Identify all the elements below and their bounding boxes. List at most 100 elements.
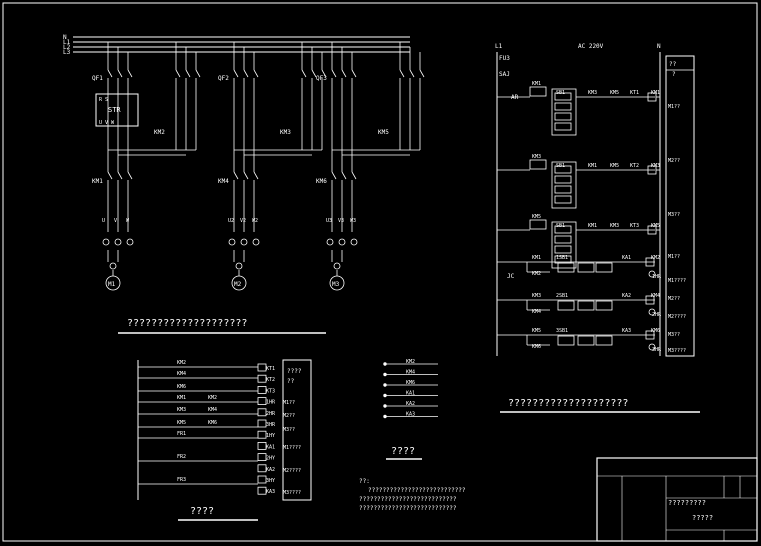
interlock-stack <box>551 161 577 209</box>
series-label: KT2 <box>630 163 639 169</box>
ct-coil <box>126 238 134 246</box>
signal-coil-label: KT2 <box>266 377 275 383</box>
title-block <box>596 457 758 542</box>
jc-label: JC <box>507 273 515 280</box>
signal-function-label: M3???? <box>283 490 301 496</box>
breaker-pole-blade <box>107 69 113 78</box>
signal-pair-label: KM4 <box>208 407 217 413</box>
terminal-label: V3 <box>338 218 344 224</box>
series-label: KM5 <box>610 163 619 169</box>
terminal-label: KA2 <box>406 401 415 407</box>
ka-label: KA1 <box>622 255 631 261</box>
terminal-label: KM2 <box>406 359 415 365</box>
starter-in: R S <box>99 97 108 103</box>
contact-label: KM5 <box>532 328 541 334</box>
stack-contact <box>554 165 572 174</box>
coil-symbol <box>645 295 655 305</box>
ct-coil <box>102 238 110 246</box>
button-label: 2SB1 <box>556 293 568 299</box>
signal-coil-label: KT3 <box>266 388 275 394</box>
contact-label: KM1 <box>532 81 541 87</box>
motor-label: M1 <box>108 281 116 288</box>
breaker-pole-blade <box>127 69 133 78</box>
contactor-b-pole-blade <box>409 69 415 78</box>
coil-label: KM4 <box>651 293 660 299</box>
contactor-a-pole-blade <box>351 171 357 180</box>
contact-label: KM3 <box>532 154 541 160</box>
coil-label: KM3 <box>651 163 660 169</box>
ct-coil <box>240 238 248 246</box>
ct-coil <box>114 238 122 246</box>
series-label: KT3 <box>630 223 639 229</box>
button-label: 3SB1 <box>556 328 568 334</box>
signal-coil-label: 1HY <box>266 433 275 439</box>
stack-contact <box>554 122 572 131</box>
terminal-label: W2 <box>252 218 258 224</box>
relay-box <box>595 262 613 273</box>
contactor-a-pole-blade <box>107 171 113 180</box>
stack-contact <box>554 102 572 111</box>
title-block-project: ????????? <box>668 499 706 507</box>
terminal-label: W <box>126 218 130 224</box>
coil-label: KM5 <box>651 223 660 229</box>
contactor-a-pole-blade <box>233 171 239 180</box>
contact-box <box>529 86 547 97</box>
lamp-label: 1HR <box>652 274 662 280</box>
series-label: KT1 <box>630 90 639 96</box>
breaker-label: QF3 <box>316 75 327 82</box>
contactor-a-pole-blade <box>127 171 133 180</box>
contactor-b-pole-blade <box>301 69 307 78</box>
stack-contact <box>554 185 572 194</box>
terminal-strip-title: ???? <box>391 446 415 457</box>
ct-coil <box>252 238 260 246</box>
lamp-label: 3HR <box>652 347 662 353</box>
signal-contact-label: FR3 <box>177 477 186 483</box>
stack-contact <box>554 225 572 234</box>
signal-pair-label: KM6 <box>208 420 217 426</box>
signal-coil <box>257 475 267 484</box>
ct-coil <box>333 262 341 270</box>
signal-coil <box>257 363 267 372</box>
function-label: M2???? <box>668 314 686 320</box>
signal-contact-label: KM1 <box>177 395 186 401</box>
function-label: M3?? <box>668 212 680 218</box>
terminal-dot <box>383 372 387 377</box>
signal-coil-label: 3HY <box>266 478 275 484</box>
contact-label: KM3 <box>532 293 541 299</box>
interlock-stack <box>551 88 577 136</box>
terminal-label: KA3 <box>406 412 415 418</box>
contactor-a-pole-blade <box>253 171 259 180</box>
signal-function-label: M3?? <box>283 427 295 433</box>
contact-box <box>529 219 547 230</box>
terminal-label: KM4 <box>406 370 415 376</box>
breaker-pole-blade <box>351 69 357 78</box>
contactor-a-pole-blade <box>331 171 337 180</box>
fuse-label: FU3 <box>499 55 510 62</box>
terminal-label: KM6 <box>406 380 415 386</box>
contact-label: KM6 <box>532 344 541 350</box>
ka-label: KA2 <box>622 293 631 299</box>
contact-label: KM4 <box>532 309 541 315</box>
function-table <box>665 55 695 357</box>
function-label: M1?? <box>668 254 680 260</box>
button-box <box>557 300 575 311</box>
signal-coil <box>257 408 267 417</box>
contactor-label: KM4 <box>218 178 229 185</box>
series-label: KM3 <box>610 223 619 229</box>
signal-coil <box>257 397 267 406</box>
bus-label-L3: L3 <box>63 49 71 56</box>
starter-out: U V W <box>99 120 115 126</box>
signal-coil <box>257 486 267 495</box>
contactor-b-pole-blade <box>195 69 201 78</box>
signal-function-label: M1???? <box>283 445 301 451</box>
signal-coil <box>257 385 267 394</box>
